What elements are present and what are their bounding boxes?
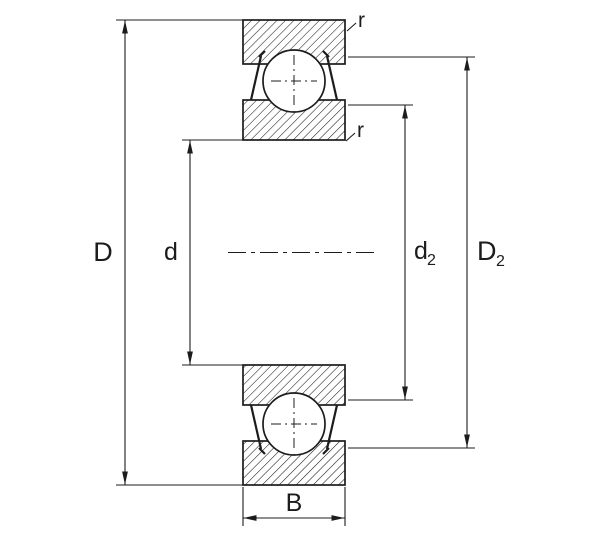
label-bore-diameter-d: d <box>164 238 178 266</box>
dimension-B <box>242 487 346 526</box>
dimension-d2 <box>348 104 413 401</box>
dimension-d <box>182 139 243 366</box>
shield-left-top <box>249 55 263 101</box>
shields-bottom <box>249 404 339 455</box>
label-radius-r-inner: r <box>357 119 364 142</box>
ball-centermark-top <box>271 55 317 107</box>
leader-line-r-inner <box>345 132 356 142</box>
shield-left-bottom <box>249 404 263 450</box>
dimension-D <box>116 19 243 486</box>
label-radius-r-top: r <box>358 9 365 32</box>
shield-left-top-anchor <box>258 50 266 58</box>
leader-line-r-top <box>346 22 357 32</box>
label-shoulder-diameter-d2-sub: 2 <box>427 252 436 269</box>
label-shoulder-diameter-d2: d <box>414 237 428 265</box>
bearing-bottom-section <box>242 364 346 486</box>
label-outer-diameter-D: D <box>93 237 113 267</box>
label-width-B: B <box>286 489 303 517</box>
label-shoulder-diameter-D2-sub: 2 <box>496 253 505 270</box>
shield-right-top <box>325 55 339 101</box>
dimension-D2 <box>348 56 475 449</box>
shield-right-bottom <box>325 404 339 450</box>
bearing-top-section <box>242 19 346 141</box>
label-shoulder-diameter-D2: D <box>477 236 497 266</box>
shield-right-bottom-anchor <box>322 447 330 455</box>
shield-right-top-anchor <box>322 50 330 58</box>
shields-top <box>249 50 339 101</box>
ball-centermark-bottom <box>271 398 317 450</box>
shield-left-bottom-anchor <box>258 447 266 455</box>
